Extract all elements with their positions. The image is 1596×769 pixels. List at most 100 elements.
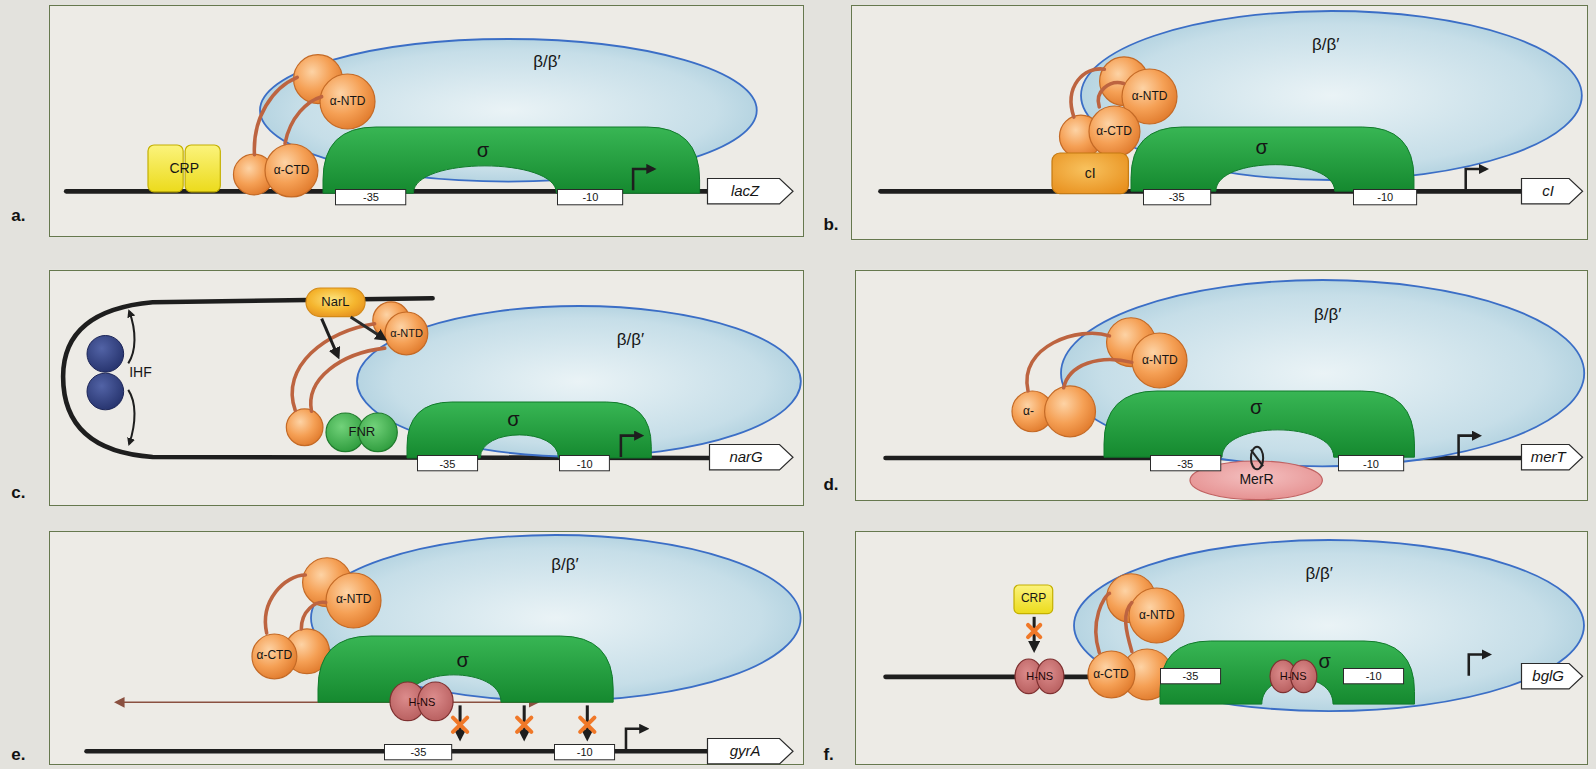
sigma-factor-outline xyxy=(1131,127,1414,191)
transcription-start-arrow xyxy=(1469,654,1489,675)
node-label: NarL xyxy=(321,295,349,309)
panel-ground xyxy=(855,531,1588,765)
panel-ground xyxy=(49,270,804,506)
promoter-element-box: -10 xyxy=(1353,189,1417,205)
alpha-subunit-part xyxy=(1089,106,1140,157)
bend-arrow xyxy=(128,311,134,363)
panel-frame: d.β/β′α-NTDα-σMerR-35-10merT xyxy=(855,270,1588,501)
alpha-subunit: α-NTD xyxy=(1128,587,1185,644)
node-label: -35 xyxy=(439,458,455,470)
node-label: α-CTD xyxy=(1096,125,1132,138)
promoter-element-box-part xyxy=(417,456,477,471)
block-cross xyxy=(517,718,531,732)
alpha-linker xyxy=(254,77,297,154)
panel-letter: b. xyxy=(823,216,838,235)
node-label: β/β′ xyxy=(1305,565,1332,584)
node-label: α-NTD xyxy=(330,95,366,108)
rnap-core-ellipse-part xyxy=(1074,540,1584,711)
node-label: α-NTD xyxy=(1142,354,1178,367)
narl-protein-part xyxy=(306,288,365,317)
sigma-factor: σ xyxy=(1131,127,1414,191)
transcription-start-arrow xyxy=(626,729,646,750)
dna-strands xyxy=(63,191,1524,751)
node-label: α-NTD xyxy=(390,327,423,339)
gene-arrow-part xyxy=(1522,178,1583,203)
node-label: -35 xyxy=(363,191,379,203)
promoter-element-box: -35 xyxy=(384,744,452,760)
node-label: gyrA xyxy=(730,743,761,760)
sigma-factor: σ xyxy=(318,636,613,702)
panel-ground xyxy=(49,5,804,237)
alpha-linkers xyxy=(254,69,1132,653)
hns-protein: H-NS xyxy=(390,681,453,722)
activation-arrow xyxy=(322,319,338,357)
node-label: bglG xyxy=(1532,668,1564,685)
node-label: α-CTD xyxy=(256,649,292,662)
alpha-subunit-part xyxy=(385,312,428,355)
alpha-subunit: α- xyxy=(1011,390,1054,433)
alpha-linker xyxy=(285,97,322,144)
promoter-element-box-part xyxy=(336,189,406,204)
promoter-element-box-part xyxy=(555,744,615,759)
promoter-element-box: -35 xyxy=(1150,455,1221,471)
panel-letter: f. xyxy=(823,746,833,765)
panel-frame: f.CRPH-NSβ/β′α-NTDα-CTDσH-NS-35-10bglG xyxy=(855,531,1588,765)
alpha-subunit: α-CTD xyxy=(1087,650,1136,699)
node-label: α-NTD xyxy=(1139,609,1175,622)
promoter-element-box: -35 xyxy=(1160,668,1221,684)
panel-frame: a.β/β′α-NTDα-CTDσCRP-35-10lacZ xyxy=(49,5,804,237)
node-label: σ xyxy=(456,649,468,671)
node-label: β/β′ xyxy=(551,556,578,575)
twist-ring xyxy=(1251,447,1263,469)
panel-letter: c. xyxy=(11,484,25,503)
rnap-core-ellipse-part xyxy=(1061,280,1584,466)
node-label: CRP xyxy=(169,161,199,176)
gene-arrow: merT xyxy=(1521,444,1583,470)
node-label: H-NS xyxy=(1280,670,1307,682)
blocked-contact-arrows xyxy=(322,319,1034,738)
node-label: -10 xyxy=(582,191,598,203)
panel-frame: b.β/β′α-NTDα-CTDσcI-35-10cI xyxy=(851,5,1588,240)
alpha-subunit: α-NTD xyxy=(325,572,382,629)
node-label: α-NTD xyxy=(1132,90,1168,103)
illustration-front-layer xyxy=(254,69,1489,750)
node-label: σ xyxy=(507,408,519,430)
node-label: σ xyxy=(477,139,489,161)
node-label: α-CTD xyxy=(274,164,310,177)
alpha-subunit-part xyxy=(265,144,318,197)
promoter-element-box: -35 xyxy=(417,455,478,471)
alpha-subunit: α-CTD xyxy=(251,633,298,680)
node-label: -35 xyxy=(1177,458,1193,470)
panel-frame: c.IHFNarLβ/β′α-NTDFNRσ-35-10narG xyxy=(49,270,804,506)
alpha-subunit: α-CTD xyxy=(264,143,319,198)
gene-arrow: cI xyxy=(1521,178,1583,204)
sigma-factor: σ xyxy=(323,127,700,193)
alpha-subunit: α-NTD xyxy=(1131,332,1188,389)
transcription-start-arrow xyxy=(1466,169,1486,190)
sigma-factor-part xyxy=(407,402,651,458)
alpha-linker xyxy=(1098,83,1123,107)
fnr-dimer-part xyxy=(287,409,324,446)
alpha-subunit-part xyxy=(320,74,375,129)
sigma-factor-part xyxy=(1131,127,1414,191)
node-label: β/β′ xyxy=(617,331,644,350)
sigma-factor-part xyxy=(318,636,613,702)
node-label: -10 xyxy=(1366,670,1382,682)
transcription-start-arrow xyxy=(1459,436,1479,457)
alpha-subunit-part xyxy=(1132,333,1187,388)
promoter-element-box: -10 xyxy=(554,744,615,760)
node-label: MerR xyxy=(1239,472,1273,487)
promoter-element-box: -10 xyxy=(557,189,623,205)
node-label: IHF xyxy=(129,365,152,380)
promoter-element-box-part xyxy=(560,456,610,471)
promoter-element-box-part xyxy=(1150,456,1220,471)
gene-arrow-part xyxy=(707,739,793,764)
alpha-subunit-part xyxy=(252,634,297,679)
gene-arrow-part xyxy=(707,178,793,203)
transcription-start-arrow xyxy=(633,169,653,190)
hns-protein: H-NS xyxy=(1015,658,1064,695)
ci-repressor-part xyxy=(1052,153,1128,194)
